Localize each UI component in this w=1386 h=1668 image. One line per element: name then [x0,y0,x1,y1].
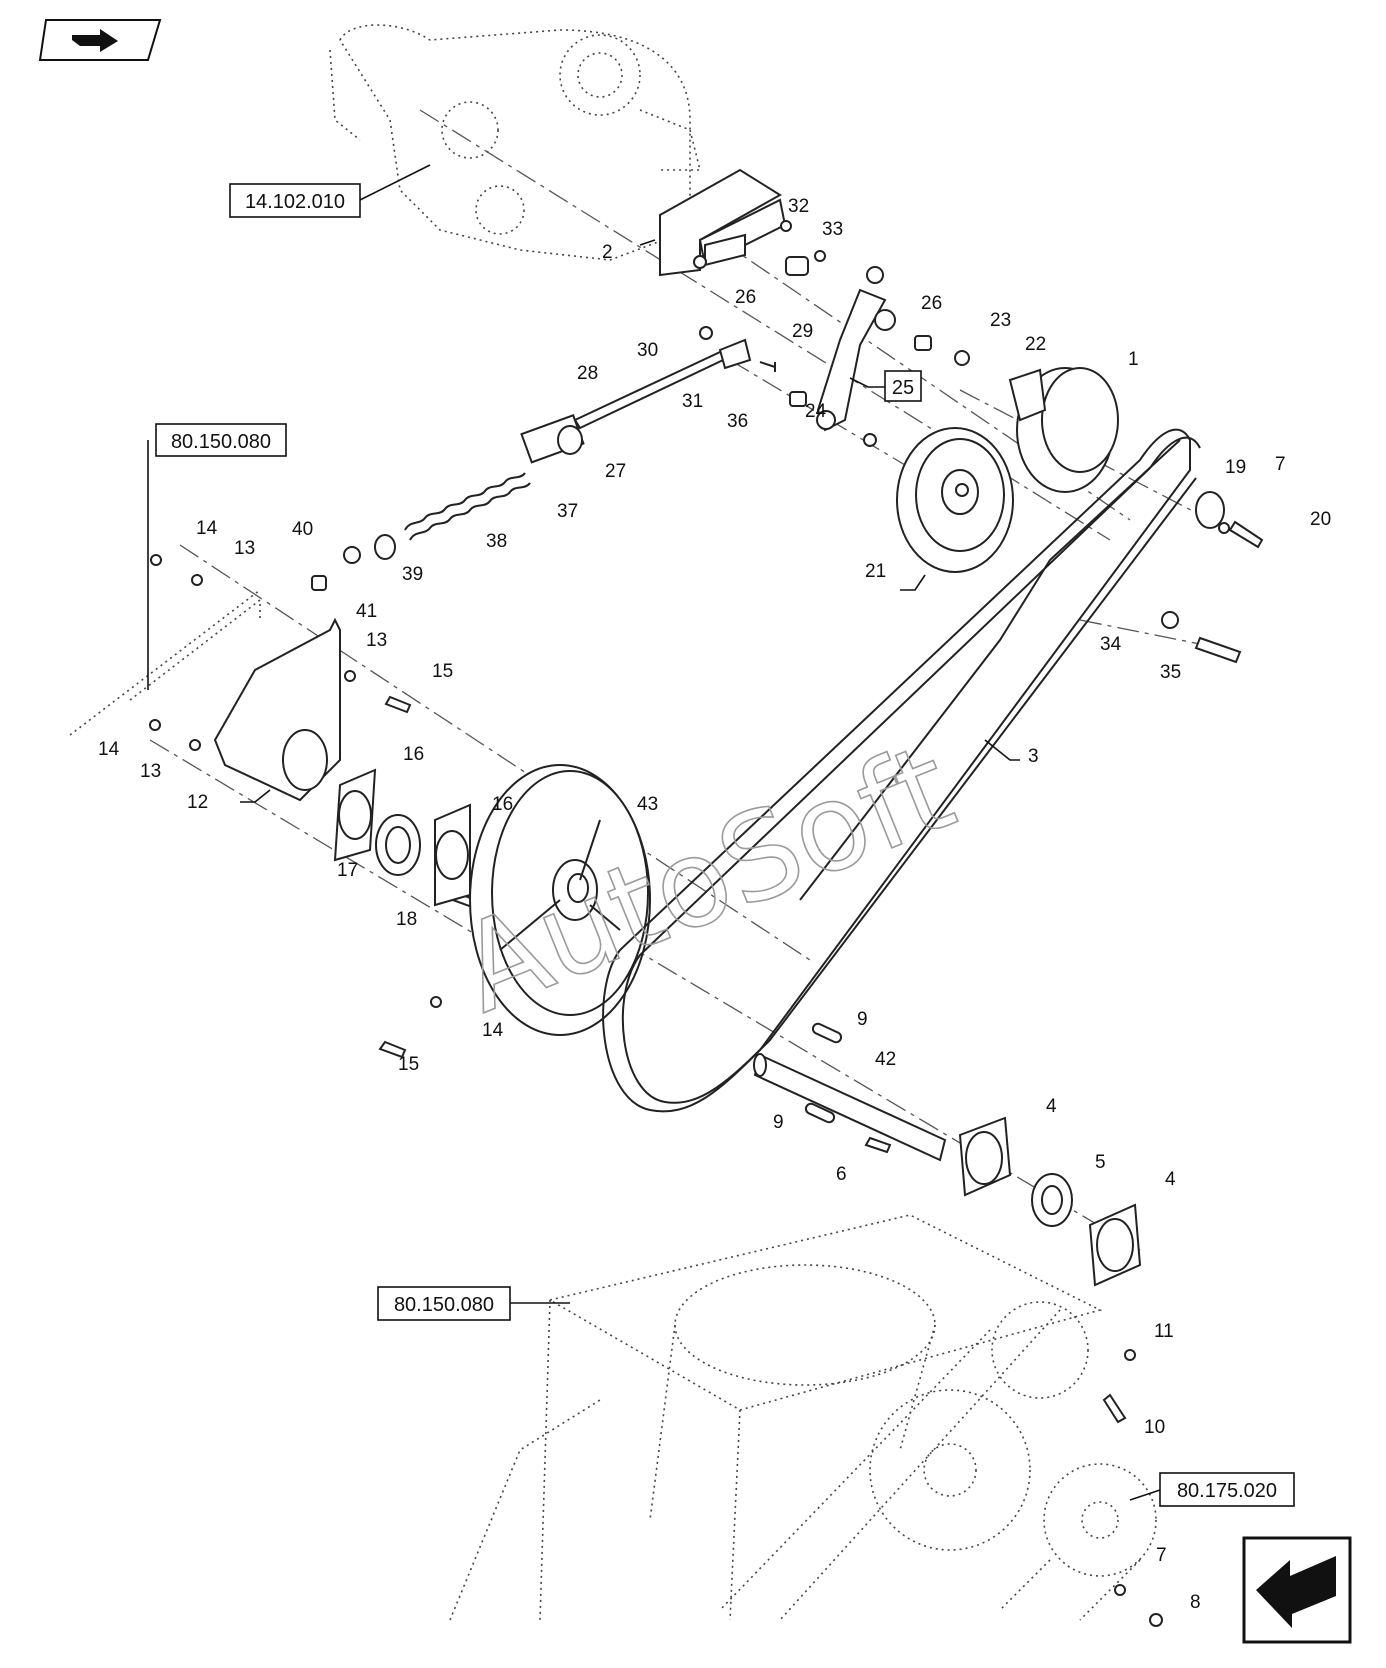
part-label: 29 [792,321,813,342]
ref-box-80-150-080-lower[interactable]: 80.150.080 [377,1286,511,1321]
flange-bearing [958,1116,1142,1287]
part-label: 3 [1028,746,1039,767]
part-label: 27 [605,461,626,482]
part-label: 13 [140,761,161,782]
part-label: 21 [865,561,886,582]
drive-pulley-43 [469,764,651,1036]
ref-box-80-175-020[interactable]: 80.175.020 [1159,1472,1295,1507]
part-label: 7 [1156,1545,1167,1566]
part-label: 4 [1165,1169,1176,1190]
part-label: 23 [990,310,1011,331]
part-label: 42 [875,1049,896,1070]
part-label: 36 [727,411,748,432]
part-label: 24 [805,401,827,422]
part-label: 4 [1046,1096,1057,1117]
ref-label: 80.175.020 [1177,1480,1277,1502]
belt-3 [602,428,1201,1113]
next-page-arrow-icon[interactable] [1242,1536,1352,1644]
ref-box-80-150-080-upper[interactable]: 80.150.080 [155,423,287,457]
part-label: 43 [637,794,658,815]
part-label: 11 [1154,1321,1174,1342]
part-label: 37 [557,501,578,522]
part-label: 35 [1160,662,1181,683]
part-label: 19 [1225,457,1246,478]
boxed-part-25[interactable]: 25 [884,370,922,402]
ref-box-14-102-010[interactable]: 14.102.010 [229,183,361,218]
chain-drive [719,1301,1157,1621]
part-label: 38 [486,531,507,552]
hardware [149,220,1264,1627]
part-label: 34 [1100,634,1122,655]
leader-lines [147,164,1161,1501]
part-label: 7 [1275,454,1286,475]
part-label: 2 [602,242,613,263]
part-label: 13 [366,630,387,651]
hub-1 [1008,367,1119,493]
part-label: 9 [857,1009,868,1030]
part-label: 16 [403,744,424,765]
part-label: 28 [577,363,598,384]
part-label: 14 [98,739,120,760]
part-label: 14 [482,1020,504,1041]
part-label: 40 [292,519,313,540]
part-labels: 1 2 3 4 4 5 6 7 7 8 9 9 10 11 12 13 13 1… [98,196,1331,1613]
bracket-2 [659,168,787,277]
ref-label: 80.150.080 [394,1294,494,1316]
part-label: 39 [402,564,423,585]
boxed-part-label: 25 [892,377,914,399]
part-label: 26 [921,293,942,314]
ref-label: 14.102.010 [245,191,345,213]
part-label: 22 [1025,334,1046,355]
gearbox-housing [329,24,702,261]
part-label: 30 [637,340,658,361]
hopper-housing [449,1214,1103,1621]
part-label: 6 [836,1164,847,1185]
part-label: 14 [196,518,218,539]
part-label: 17 [337,860,358,881]
part-label: 10 [1144,1417,1165,1438]
part-label: 26 [735,287,756,308]
shaft-42 [753,1022,947,1162]
part-label: 41 [356,601,377,622]
part-label: 8 [1190,1592,1201,1613]
part-label: 32 [788,196,809,217]
part-label: 15 [432,661,453,682]
ref-label: 80.150.080 [171,431,271,453]
part-label: 1 [1128,349,1139,370]
part-label: 31 [682,391,703,412]
part-label: 13 [234,538,255,559]
idler-pulley-21 [896,427,1014,573]
part-label: 33 [822,219,843,240]
part-label: 18 [396,909,417,930]
part-label: 15 [398,1054,419,1075]
part-label: 20 [1310,509,1331,530]
part-label: 16 [492,794,513,815]
part-label: 12 [187,792,208,813]
washer-19 [1195,491,1225,529]
bearings [282,729,471,907]
part-label: 9 [773,1112,784,1133]
tension-arm-25 [816,266,896,432]
rod-and-spring [374,338,752,560]
book-arrow-icon[interactable] [38,19,162,61]
part-label: 5 [1095,1152,1106,1173]
